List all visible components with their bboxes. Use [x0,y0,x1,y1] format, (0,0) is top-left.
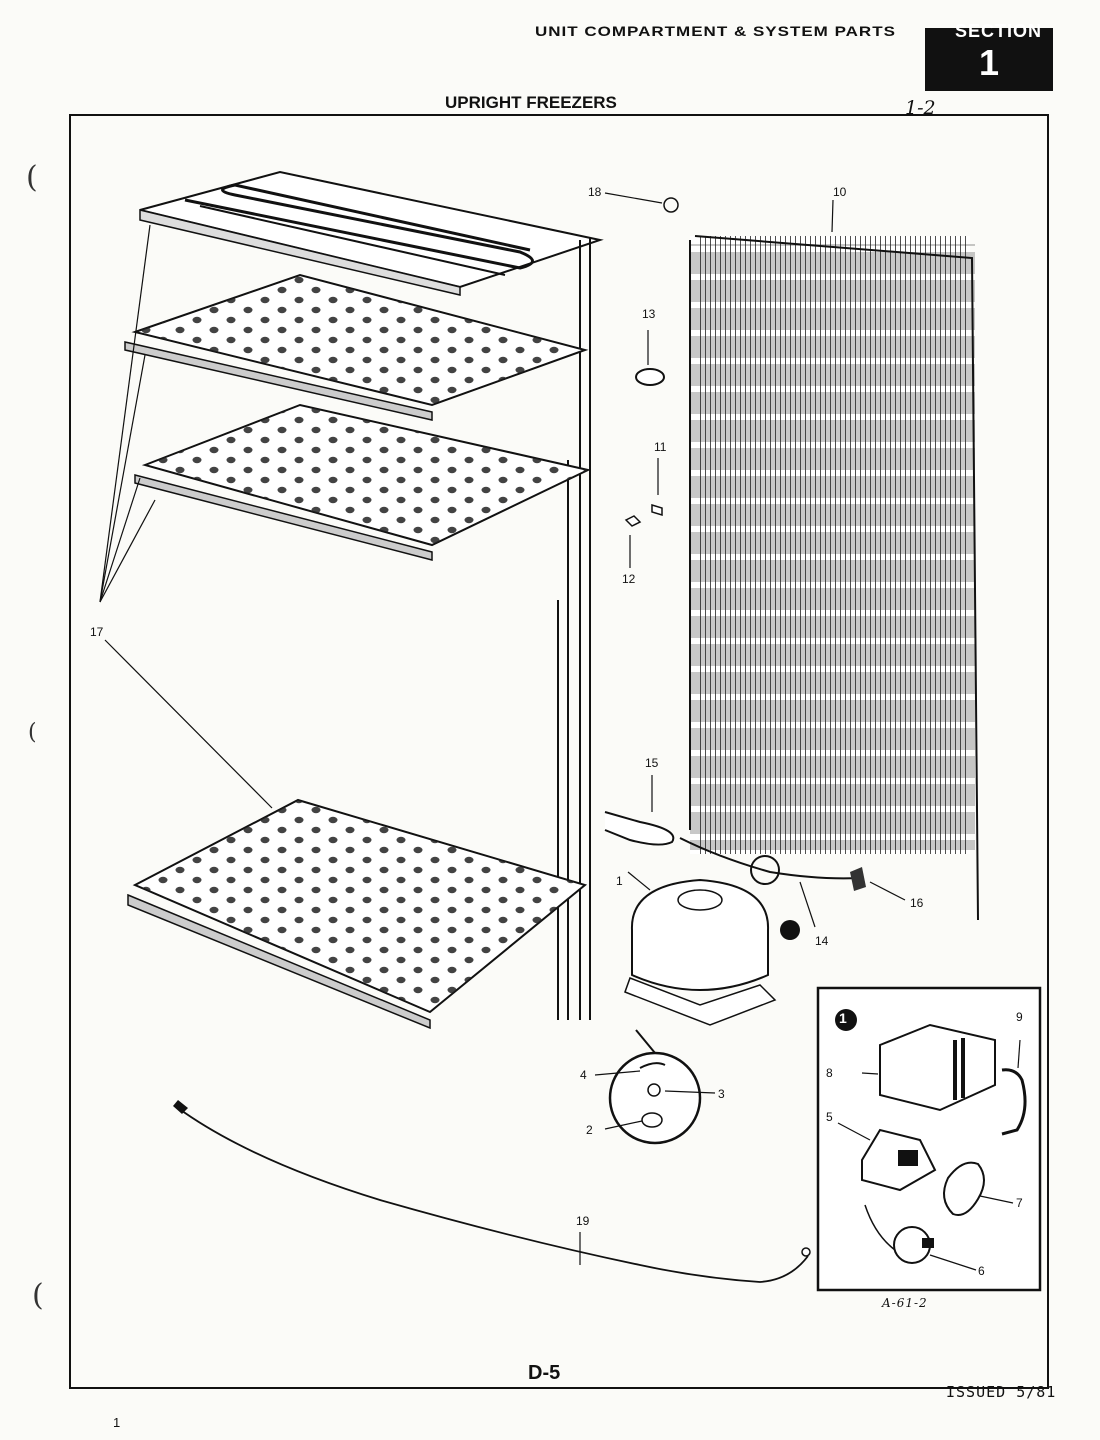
shelf-3 [127,798,588,1030]
page-ref: 1-2 [905,97,936,119]
callout-12: 12 [622,572,636,586]
callout-1: 1 [616,874,623,888]
callout-13: 13 [642,307,656,321]
inset-caption: A-61-2 [882,1296,928,1310]
leader-17 [99,224,273,809]
mount-detail [608,1051,702,1145]
part-15-drier [604,811,675,846]
corner-mark: 1 [113,1415,121,1430]
part-18 [663,197,679,213]
part-13-grommet [635,368,665,386]
binder-mark: ( [28,720,37,745]
binder-mark: ( [26,160,38,195]
part-14-tube [679,837,861,880]
part-12-clip [624,515,642,527]
callout-17: 17 [90,625,104,639]
page-title: UPRIGHT FREEZERS [445,93,617,112]
callout-4: 4 [580,1068,587,1082]
shelf-2 [134,403,592,561]
inset-detail [816,986,1042,1292]
diagram-frame [69,114,1049,1389]
part-1-compressor [624,878,800,1026]
evaporator-plate [139,170,604,296]
refrigerant-tubing [557,238,591,1020]
issued-date: ISSUED 5/81 [946,1383,1057,1401]
callout-5: 5 [826,1110,833,1124]
condenser [689,235,979,921]
part-11-clip [651,503,663,517]
callout-6: 6 [978,1264,985,1278]
part-16 [850,867,866,891]
callout-9: 9 [1016,1010,1023,1024]
callout-16: 16 [910,896,924,910]
section-label: SECTION [955,21,1043,41]
callout-10: 10 [833,185,847,199]
section-badge: SECTION 1 [925,21,1053,91]
section-number: 1 [978,42,1000,83]
binder-mark: ( [32,1278,44,1313]
page-code: D-5 [528,1362,561,1384]
inset-marker: 1 [839,1010,847,1026]
header-system-parts: UNIT COMPARTMENT & SYSTEM PARTS [535,24,896,40]
callout-3: 3 [718,1087,725,1101]
callout-14: 14 [815,934,829,948]
callout-18: 18 [588,185,602,199]
callout-8: 8 [826,1066,833,1080]
part-19-wire [177,1107,809,1283]
callout-11: 11 [654,440,667,454]
callout-15: 15 [645,756,659,770]
shelf-1 [124,273,589,421]
callout-19: 19 [576,1214,590,1228]
callout-7: 7 [1016,1196,1023,1210]
callout-2: 2 [586,1123,593,1137]
